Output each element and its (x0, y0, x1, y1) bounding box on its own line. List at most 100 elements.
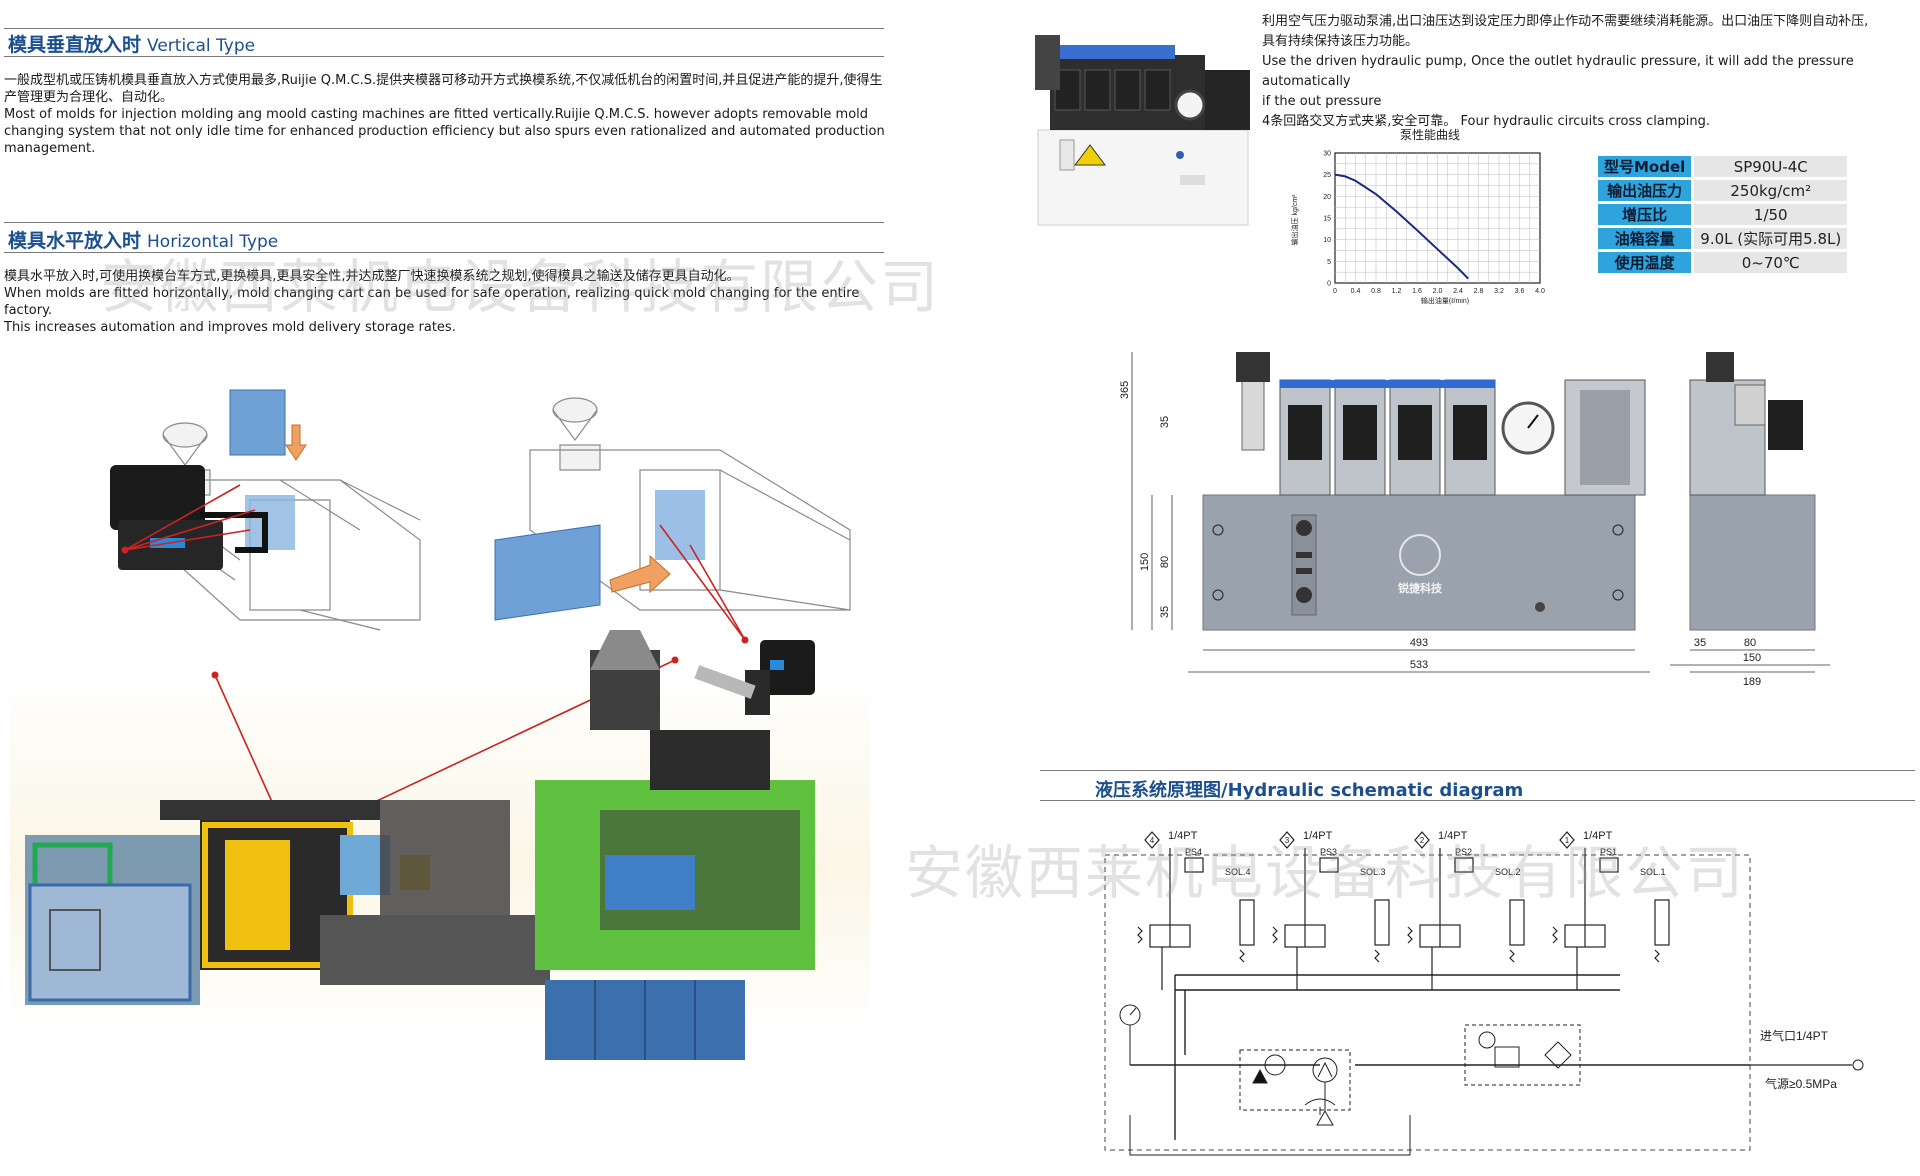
dim-label: 35 (1159, 606, 1171, 618)
dim-label: 150 (1139, 553, 1151, 571)
indicator-dot (121, 546, 129, 554)
chart-x-tick: 2.8 (1474, 288, 1484, 295)
injection-molding-machine (25, 630, 815, 1060)
vertical-title-en: Vertical Type (147, 36, 256, 56)
chart-x-tick: 2.4 (1453, 288, 1463, 295)
chart-x-tick: 1.6 (1412, 288, 1422, 295)
horizontal-description: 模具水平放入时,可使用换模台车方式,更换模具,更具安全性,并达成整厂快速换模系统… (4, 268, 889, 336)
horizontal-text-en-2: This increases automation and improves m… (4, 320, 456, 335)
chart-y-tick: 10 (1323, 237, 1331, 244)
filter-regulator-symbol (1464, 1024, 1581, 1086)
circuit-marker (1414, 831, 1430, 849)
dim-label: 189 (1743, 676, 1761, 688)
pump-unit-photo (1035, 35, 1250, 226)
port-label: 1/4PT (1303, 830, 1333, 842)
pump-desc-en-3: Four hydraulic circuits cross clamping. (1460, 114, 1711, 129)
horizontal-title-cn: 模具水平放入时 (8, 230, 142, 252)
chart-ylabel: 输出油压 kg/cm² (1290, 194, 1299, 246)
pressure-switch (1184, 857, 1204, 873)
ps-label: PS3 (1320, 847, 1337, 857)
front-view: 锐捷科技 (1202, 352, 1646, 631)
chart-x-tick: 1.2 (1392, 288, 1402, 295)
sol-label: SOL.3 (1360, 867, 1386, 877)
dim-label: 533 (1410, 659, 1428, 671)
pump-description: 利用空气压力驱动泵浦,出口油压达到设定压力即停止作动不需要继续消耗能源。出口油压… (1262, 12, 1917, 132)
side-arrow (609, 554, 671, 594)
circuit-number: 2 (1420, 836, 1425, 845)
circuit-number: 4 (1150, 836, 1155, 845)
spring-symbol (1654, 949, 1660, 963)
watermark-right: 安徽西莱机电设备科技有限公司 (905, 839, 1746, 907)
technical-drawing: 锐捷科技 365 35 150 80 (1119, 352, 1830, 688)
pump-desc-cn-2: 具有持续保持该压力功能。 (1262, 34, 1419, 49)
chart-x-tick: 0.4 (1351, 288, 1361, 295)
chart-y-tick: 30 (1323, 151, 1331, 158)
section-divider (4, 28, 884, 29)
sol-label: SOL.4 (1225, 867, 1251, 877)
vertical-description: 一般成型机或压铸机模具垂直放入方式使用最多,Ruijie Q.M.C.S.提供夹… (4, 72, 889, 157)
watermark-left: 安徽西莱机电设备科技有限公司 (100, 253, 941, 321)
spec-value: 1/50 (1694, 204, 1848, 225)
spec-key: 油箱容量 (1598, 228, 1692, 249)
section-divider (4, 252, 884, 253)
vertical-text-cn: 一般成型机或压铸机模具垂直放入方式使用最多,Ruijie Q.M.C.S.提供夹… (4, 73, 883, 105)
horizontal-title-en: Horizontal Type (147, 232, 279, 252)
ps-label: PS2 (1455, 847, 1472, 857)
pressure-switch (1599, 857, 1619, 873)
chart-x-tick: 3.2 (1494, 288, 1504, 295)
indicator-dot (741, 636, 749, 644)
solenoid-valve (1654, 899, 1670, 946)
spring-symbol (1137, 926, 1143, 944)
dim-label: 493 (1410, 637, 1428, 649)
side-view (1689, 352, 1816, 631)
clamp-device-left (110, 465, 268, 570)
spring-symbol (1552, 926, 1558, 944)
chart-series-line (1334, 173, 1469, 280)
oil-tank-symbol (1129, 1098, 1411, 1156)
horizontal-mold-block (494, 524, 601, 621)
clamp-device-right (694, 640, 815, 715)
vertical-mold-block (229, 389, 286, 456)
chart-xlabel: 输出油量(ℓ/min) (1421, 296, 1469, 305)
horizontal-mold-seat (655, 490, 705, 560)
pump-desc-cn-1: 利用空气压力驱动泵浦,出口油压达到设定压力即停止作动不需要继续消耗能源。出口油压… (1262, 14, 1869, 29)
chart-y-tick: 25 (1323, 172, 1331, 179)
sol-label: SOL.1 (1640, 867, 1666, 877)
chart-y-tick: 0 (1327, 281, 1331, 288)
indicator-dot (671, 656, 679, 664)
ps-label: PS4 (1185, 847, 1202, 857)
pressure-switch (1319, 857, 1339, 873)
circuit-number: 1 (1565, 836, 1570, 845)
indicator-dot (211, 671, 219, 679)
spring-symbol (1509, 949, 1515, 963)
dim-label: 150 (1743, 652, 1761, 664)
port-label: 1/4PT (1583, 830, 1613, 842)
pressure-switch (1454, 857, 1474, 873)
spec-value: 9.0L (实际可用5.8L) (1694, 228, 1848, 249)
section-divider (1040, 770, 1915, 771)
vertical-title-cn: 模具垂直放入时 (8, 34, 142, 56)
solenoid-valve (1509, 899, 1525, 946)
dim-label: 365 (1119, 381, 1131, 399)
pressure-gauge-icon (1119, 1004, 1141, 1065)
sol-label: SOL.2 (1495, 867, 1521, 877)
dim-label: 80 (1159, 556, 1171, 568)
horizontal-text-en-1: When molds are fitted horizontally, mold… (4, 286, 860, 318)
inlet-label: 进气口1/4PT (1760, 1028, 1829, 1043)
chart-y-tick: 20 (1323, 194, 1331, 201)
solenoid-valve (1374, 899, 1390, 946)
pump-desc-en-1: Use the driven hydraulic pump, Once the … (1262, 54, 1854, 89)
spring-symbol (1239, 949, 1245, 963)
spec-key: 使用温度 (1598, 252, 1692, 273)
chart-x-tick: 4.0 (1535, 288, 1545, 295)
solenoid-valve (1239, 899, 1255, 946)
horizontal-machine-sketch (529, 397, 851, 611)
